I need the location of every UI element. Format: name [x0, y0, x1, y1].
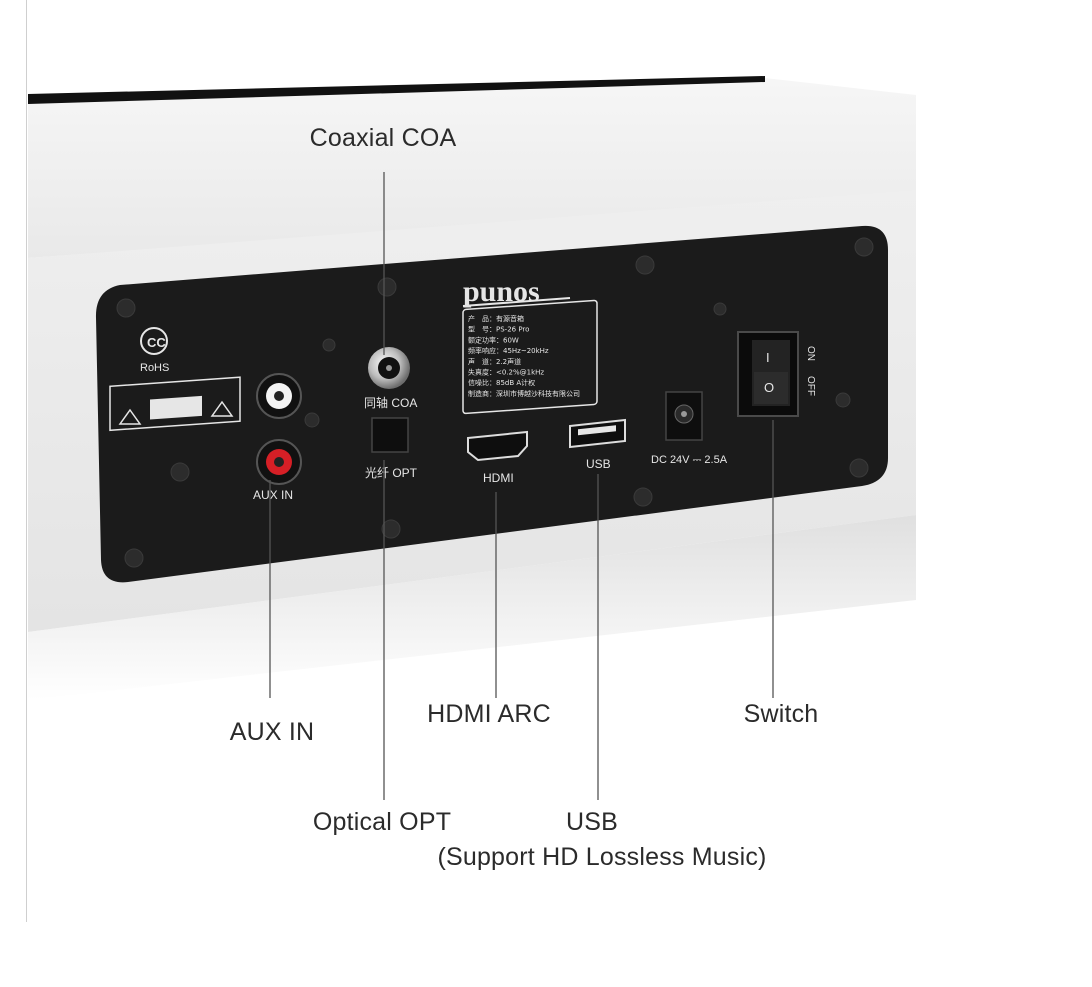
ccc-logo-text: CC	[147, 335, 166, 350]
aux-rca-red-jack	[256, 439, 302, 485]
warning-triangle-icon	[118, 408, 142, 425]
callout-optical: Optical OPT	[312, 808, 452, 836]
callout-coaxial: Coaxial COA	[309, 124, 457, 152]
optical-port	[371, 417, 409, 453]
rohs-label: RoHS	[140, 362, 169, 374]
spec-label-line: 额定功率：60W	[468, 335, 519, 344]
aux-rca-white-jack	[256, 373, 302, 419]
ccc-logo-icon	[140, 327, 168, 355]
switch-i-mark: I	[766, 350, 770, 365]
callout-usb: USB	[565, 808, 619, 836]
switch-off-label: OFF	[805, 376, 816, 396]
spec-label-line: 产 品：有源音箱	[468, 314, 524, 323]
callout-hdmi-arc: HDMI ARC	[427, 700, 551, 728]
connector-panel	[95, 225, 888, 583]
switch-on-label: ON	[805, 346, 816, 361]
coaxial-jack	[368, 347, 410, 389]
callout-leader-lines	[269, 172, 774, 800]
spec-label-line: 型 号：PS-26 Pro	[468, 325, 529, 334]
spec-label-line: 声 道：2.2声道	[468, 357, 521, 366]
switch-o-mark: O	[764, 380, 774, 395]
aux-in-port-label: AUX IN	[253, 488, 293, 502]
warning-triangle-icon	[210, 400, 234, 417]
spec-label-line: 制造商：深圳市博越沙科技有限公司	[468, 389, 580, 398]
callout-usb-note: (Support HD Lossless Music)	[437, 843, 767, 871]
callout-aux-in: AUX IN	[229, 718, 315, 746]
opt-port-label: 光纤 OPT	[365, 466, 418, 480]
dc-port-label: DC 24V ⎓ 2.5A	[651, 454, 728, 466]
power-rocker-switch	[737, 331, 799, 417]
spec-label-line: 失真度：<0.2%@1kHz	[468, 368, 544, 377]
spec-label-box	[462, 299, 598, 415]
spec-label-line: 信噪比：85dB A计权	[468, 378, 535, 387]
usb-port-label: USB	[586, 457, 611, 471]
coa-port-label: 同轴 COA	[364, 395, 417, 410]
hdmi-port-label: HDMI	[483, 471, 514, 485]
panel-screws	[116, 237, 874, 568]
left-border-line	[26, 0, 27, 922]
warning-sticker	[109, 376, 241, 432]
callout-switch: Switch	[743, 700, 819, 728]
soundbar-floor-shadow	[28, 515, 916, 700]
hdmi-port	[467, 430, 528, 462]
soundbar-top-face	[28, 78, 916, 258]
soundbar-top-edge	[28, 76, 765, 104]
spec-label-line: 频率响应：45Hz~20kHz	[468, 346, 549, 355]
